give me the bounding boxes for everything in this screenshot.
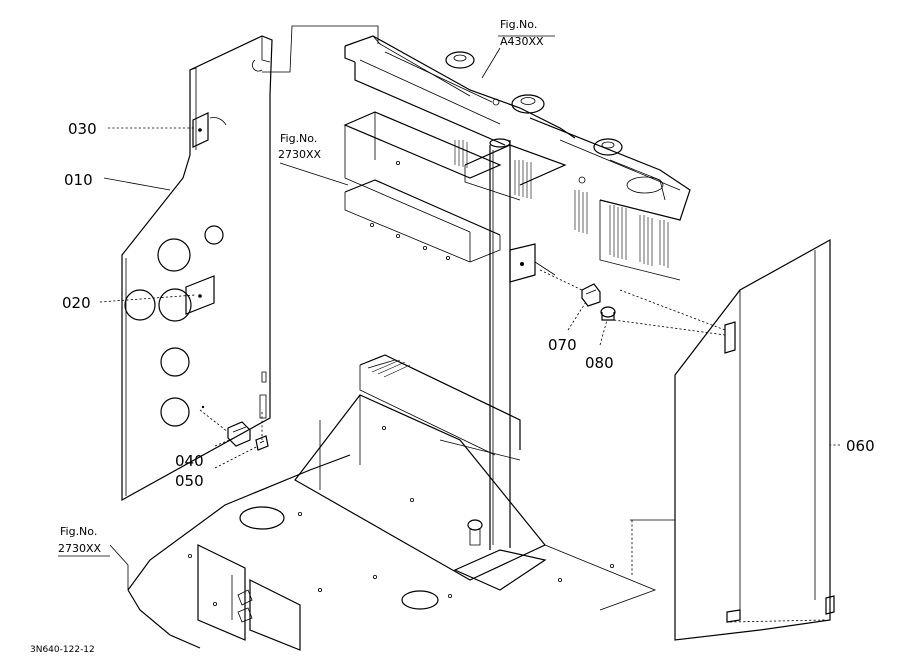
callout-040: 040 bbox=[175, 452, 204, 470]
center-frame bbox=[343, 35, 576, 550]
callout-080: 080 bbox=[585, 354, 614, 372]
clip-040 bbox=[227, 421, 251, 447]
upper-assembly bbox=[445, 51, 691, 281]
fig-ref-top-line2: A430XX bbox=[500, 35, 544, 48]
callout-010: 010 bbox=[64, 171, 93, 189]
leader-lines bbox=[99, 35, 840, 623]
callout-070: 070 bbox=[548, 336, 577, 354]
fig-ref-bottom-line1: Fig.No. bbox=[60, 525, 97, 538]
clip-070 bbox=[581, 283, 601, 307]
callout-060: 060 bbox=[846, 437, 875, 455]
fig-ref-middle-line2: 2730XX bbox=[278, 148, 322, 161]
right-side-panel bbox=[674, 238, 835, 641]
fig-ref-bottom-line2: 2730XX bbox=[58, 542, 102, 555]
drawing-code: 3N640-122-12 bbox=[30, 645, 95, 655]
left-side-panel bbox=[121, 35, 273, 502]
bolt-050 bbox=[255, 435, 269, 451]
callout-050: 050 bbox=[175, 472, 204, 490]
callout-020: 020 bbox=[62, 294, 91, 312]
fig-ref-top-line1: Fig.No. bbox=[500, 18, 537, 31]
fig-ref-middle-line1: Fig.No. bbox=[280, 132, 317, 145]
bolt-080 bbox=[600, 306, 616, 321]
callout-030: 030 bbox=[68, 120, 97, 138]
floor-base bbox=[127, 394, 675, 651]
